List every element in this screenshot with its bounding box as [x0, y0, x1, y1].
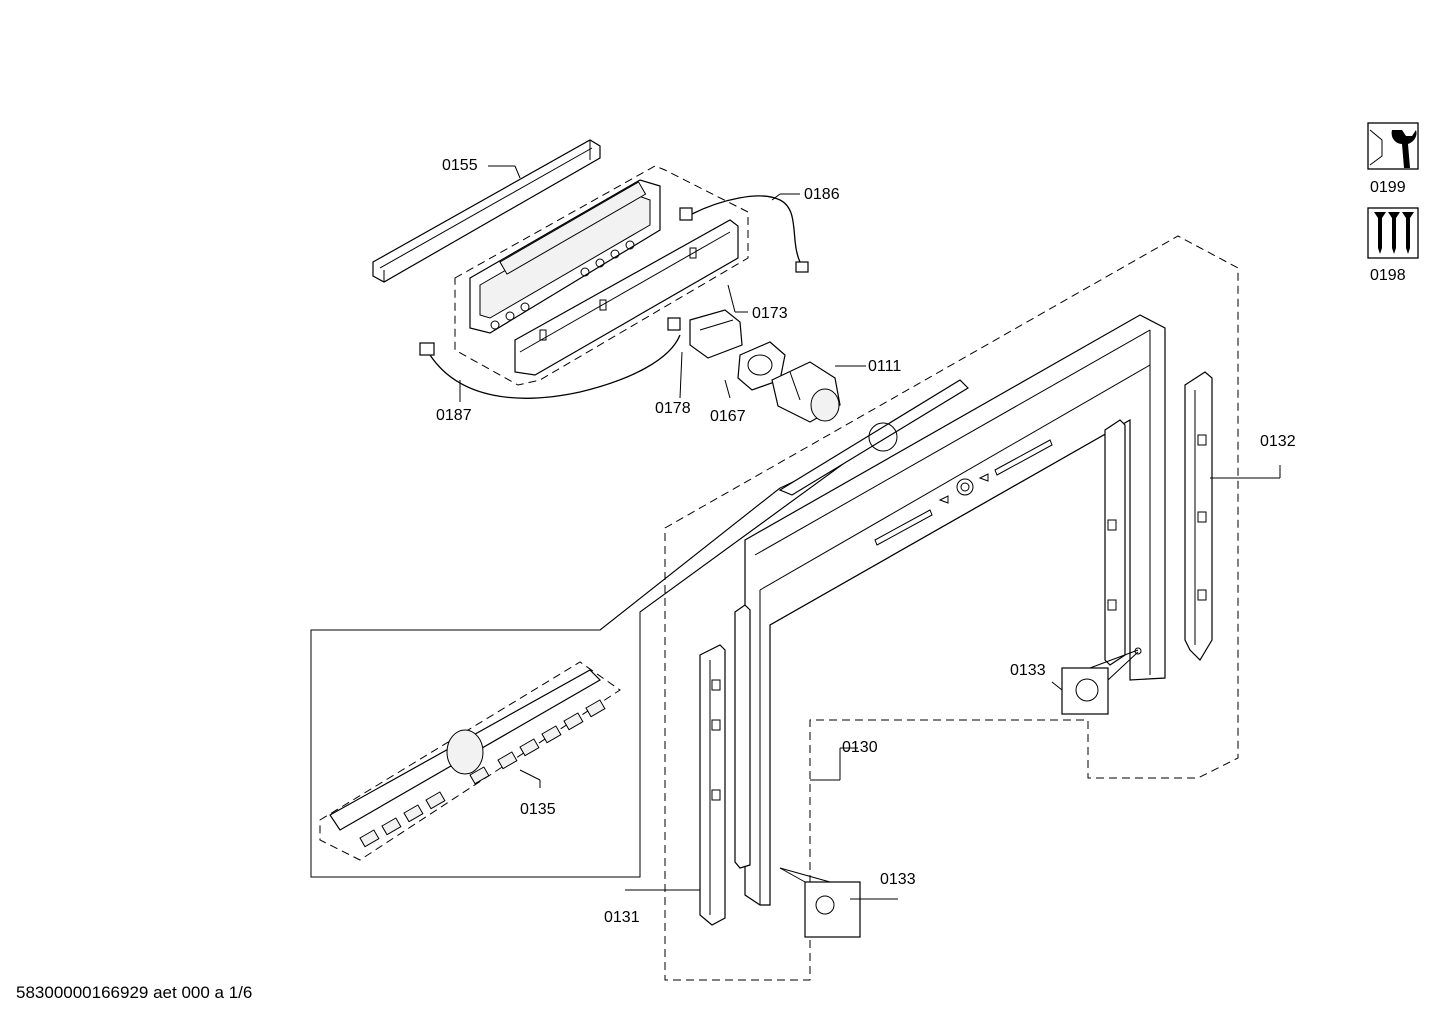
- label-0132: 0132: [1260, 433, 1296, 450]
- part-0173-frame[interactable]: [469, 179, 661, 334]
- part-door-left-rail: [734, 604, 751, 869]
- part-0132-side-strip[interactable]: [1184, 371, 1213, 661]
- part-0130-door-frame[interactable]: [744, 314, 1166, 906]
- label-0135: 0135: [520, 801, 556, 818]
- document-footer-code: 58300000166929 aet 000 a 1/6: [16, 983, 252, 1002]
- part-0111-encoder[interactable]: [771, 361, 841, 423]
- part-0135-button-strip-on-frame[interactable]: [778, 379, 969, 496]
- label-0155: 0155: [442, 157, 478, 174]
- part-0131-side-strip[interactable]: [699, 644, 726, 926]
- part-door-side-rail: [1104, 419, 1126, 666]
- label-0131: 0131: [604, 909, 640, 926]
- label-0173: 0173: [752, 305, 788, 322]
- label-0167: 0167: [710, 408, 746, 425]
- part-0187-cable[interactable]: [419, 317, 681, 399]
- callout-leaders: [459, 165, 1281, 900]
- label-0178: 0178: [655, 400, 691, 417]
- part-0178-bracket[interactable]: [689, 309, 743, 359]
- part-0167-ring[interactable]: [737, 341, 786, 391]
- label-0130: 0130: [842, 739, 878, 756]
- label-0133-upper: 0133: [1010, 662, 1046, 679]
- assembly-group-door-outline: [664, 235, 1239, 981]
- label-0199: 0199: [1370, 179, 1406, 196]
- label-0133-lower: 0133: [880, 871, 916, 888]
- part-0173-board[interactable]: [514, 219, 739, 376]
- part-0186-cable[interactable]: [679, 195, 809, 273]
- part-0133-screw-detail-upper[interactable]: [1061, 647, 1142, 715]
- part-0135-button-strip[interactable]: [319, 661, 621, 861]
- screws-icon[interactable]: [1367, 207, 1419, 259]
- assembly-group-panel-outline: [454, 165, 749, 386]
- part-0133-screw-detail-lower[interactable]: [779, 867, 861, 938]
- detail-inset-0135: [310, 447, 866, 878]
- label-0186: 0186: [804, 186, 840, 203]
- wrench-icon[interactable]: [1367, 122, 1419, 170]
- label-0111: 0111: [868, 358, 901, 375]
- label-0187: 0187: [436, 407, 472, 424]
- part-0155-rail[interactable]: [372, 139, 601, 283]
- label-0198: 0198: [1370, 267, 1406, 284]
